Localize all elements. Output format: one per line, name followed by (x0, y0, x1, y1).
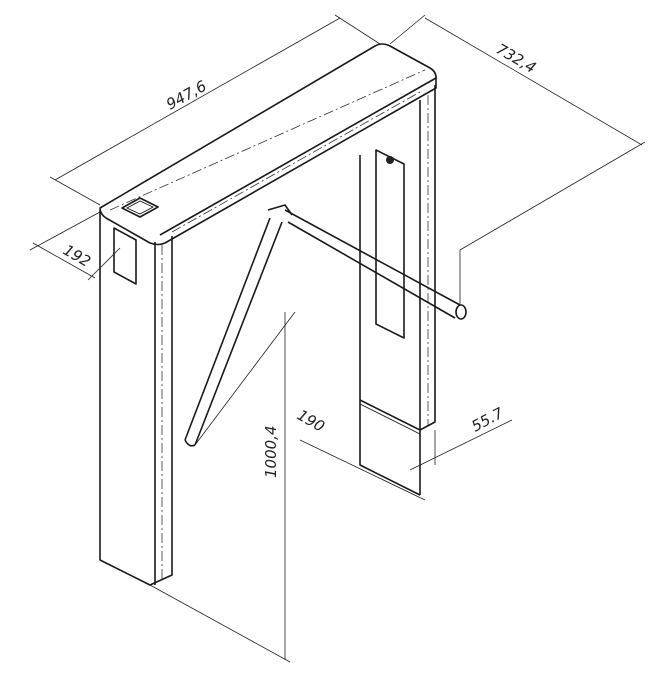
left-panel (113, 227, 137, 285)
dim-post-width-label: 192 (60, 241, 94, 271)
dim-height-label: 1000,4 (262, 426, 280, 479)
left-post (99, 210, 173, 586)
right-panel (375, 149, 405, 339)
tripod-arms (184, 204, 467, 447)
dimension-lines (29, 14, 646, 663)
dim-offset-label: 55.7 (468, 404, 506, 436)
reader-slot (121, 197, 159, 218)
right-post (359, 85, 436, 496)
top-beam (99, 43, 437, 246)
dim-width-label: 947,6 (163, 77, 209, 114)
dim-post-depth-label: 190 (294, 406, 328, 436)
